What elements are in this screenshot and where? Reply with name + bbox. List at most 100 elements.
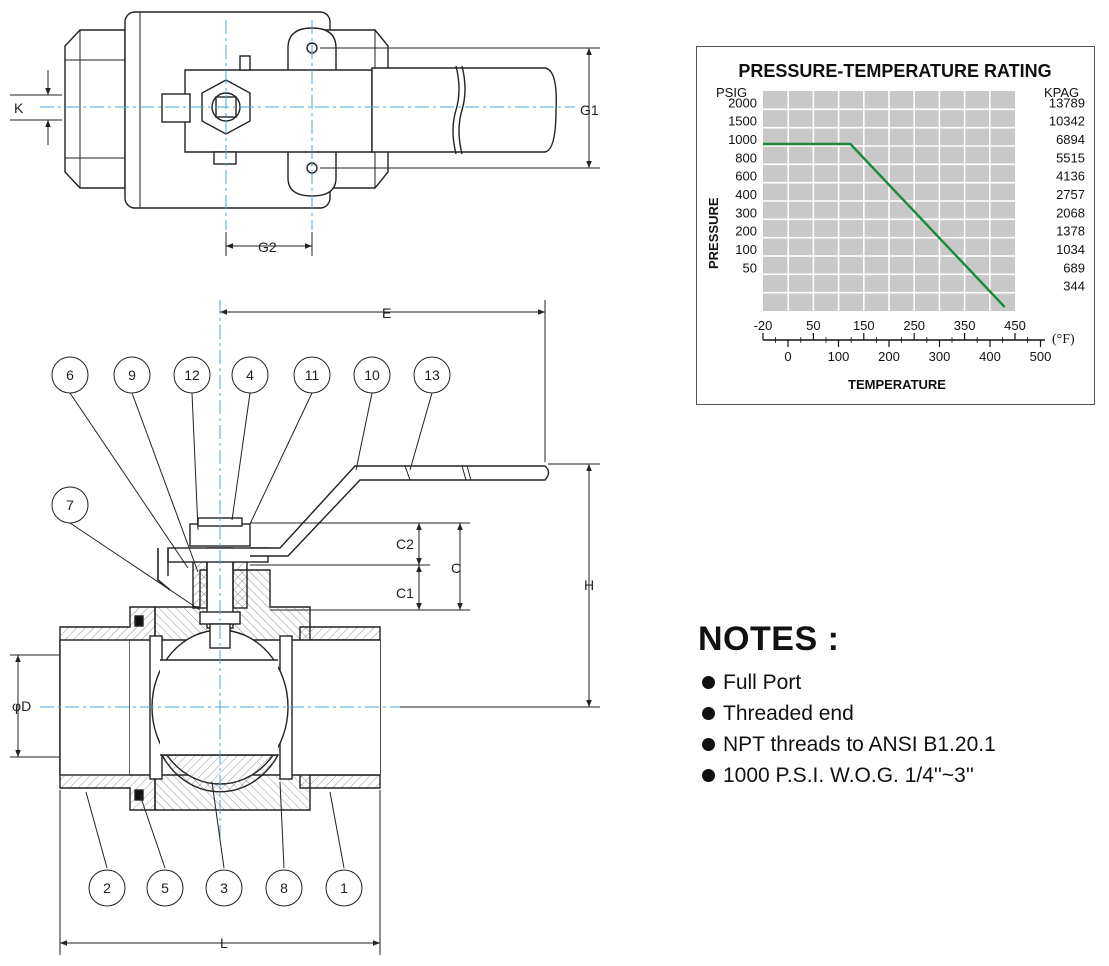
f-unit: (°F)	[1052, 332, 1075, 347]
note-item: 1000 P.S.I. W.O.G. 1/4''~3''	[696, 760, 1096, 791]
f-tick-label: 450	[1004, 318, 1026, 333]
note-item: Full Port	[696, 667, 1096, 698]
psig-tick: 1000	[728, 132, 757, 147]
bullet-icon	[702, 738, 715, 751]
balloon-9: 9	[113, 356, 151, 394]
top-view-centerlines	[40, 20, 575, 230]
kpag-tick: 344	[1063, 279, 1085, 294]
psig-tick: 1500	[728, 114, 757, 129]
svg-text:9: 9	[128, 367, 136, 383]
c-tick-label: 0	[784, 349, 791, 364]
f-tick-label: 150	[853, 318, 875, 333]
c-tick-label: 400	[979, 349, 1001, 364]
rating-title: PRESSURE-TEMPERATURE RATING	[738, 61, 1051, 81]
balloon-10: 10	[353, 356, 391, 394]
bullet-icon	[702, 769, 715, 782]
bullet-icon	[702, 676, 715, 689]
dim-g1: G1	[580, 102, 599, 118]
dim-c1: C1	[396, 585, 414, 601]
c-tick-label: 100	[828, 349, 850, 364]
pressure-axis-label: PRESSURE	[706, 197, 721, 269]
front-view-centerlines	[40, 300, 400, 840]
svg-text:4: 4	[246, 367, 254, 383]
balloon-13: 13	[413, 356, 451, 394]
kpag-tick: 4136	[1056, 169, 1085, 184]
dim-d: φD	[12, 698, 31, 714]
f-tick-label: 50	[806, 318, 820, 333]
svg-text:11: 11	[305, 367, 320, 383]
kpag-tick: 2757	[1056, 187, 1085, 202]
rating-line-path	[763, 142, 1006, 308]
dim-h: H	[584, 577, 594, 593]
psig-tick-labels: 2000 1500 1000 800 600 400 300 200 100 50	[728, 95, 757, 275]
leader-lines	[69, 392, 433, 869]
balloon-11: 11	[293, 356, 331, 394]
note-item: Threaded end	[696, 698, 1096, 729]
part-balloons: 6 9 12 4 11 10 13 7 2 5 3 8 1	[51, 356, 451, 907]
f-tick-label: 350	[954, 318, 976, 333]
balloon-4: 4	[231, 356, 269, 394]
temperature-axis: -20 50 150 250 350 450 0 100 200 300 400 500	[754, 318, 1052, 364]
svg-text:5: 5	[161, 880, 169, 896]
kpag-tick: 5515	[1056, 150, 1085, 165]
notes-section: NOTES : Full Port Threaded end NPT threa…	[696, 620, 1096, 791]
note-item: NPT threads to ANSI B1.20.1	[696, 729, 1096, 760]
psig-tick: 50	[743, 260, 757, 275]
svg-text:7: 7	[66, 497, 74, 513]
svg-text:12: 12	[184, 367, 200, 383]
top-view	[64, 11, 557, 209]
c-tick-label: 200	[878, 349, 900, 364]
psig-tick: 800	[735, 150, 757, 165]
kpag-tick: 689	[1063, 260, 1085, 275]
svg-text:13: 13	[424, 367, 440, 383]
psig-tick: 600	[735, 169, 757, 184]
svg-text:10: 10	[364, 367, 380, 383]
balloon-1: 1	[325, 869, 363, 907]
psig-tick: 2000	[728, 95, 757, 110]
balloon-6: 6	[51, 356, 89, 394]
dim-e: E	[382, 305, 391, 321]
pressure-temperature-rating-panel: PRESSURE-TEMPERATURE RATING PSIG KPAG PR…	[696, 46, 1095, 405]
kpag-tick: 13789	[1049, 95, 1085, 110]
balloon-5: 5	[146, 869, 184, 907]
dim-g2: G2	[258, 239, 277, 255]
svg-text:1: 1	[340, 880, 348, 896]
f-tick-label: -20	[754, 318, 773, 333]
balloon-3: 3	[205, 869, 243, 907]
psig-tick: 200	[735, 224, 757, 239]
bullet-icon	[702, 707, 715, 720]
c-tick-label: 300	[929, 349, 951, 364]
dim-c: C	[451, 560, 461, 576]
dim-l: L	[220, 935, 228, 951]
kpag-tick: 1034	[1056, 242, 1085, 257]
dim-c2: C2	[396, 536, 414, 552]
notes-list: Full Port Threaded end NPT threads to AN…	[696, 667, 1096, 791]
front-view	[59, 465, 550, 811]
psig-tick: 100	[735, 242, 757, 257]
balloon-2: 2	[88, 869, 126, 907]
svg-text:6: 6	[66, 367, 74, 383]
notes-title: NOTES :	[698, 620, 840, 658]
psig-unit: PSIG	[716, 85, 747, 100]
front-view-dims	[10, 300, 600, 955]
rating-series	[763, 142, 1006, 308]
dim-k: K	[14, 100, 24, 116]
rating-chart: PRESSURE-TEMPERATURE RATING PSIG KPAG PR…	[706, 61, 1085, 392]
svg-text:2: 2	[103, 880, 111, 896]
f-tick-label: 250	[903, 318, 925, 333]
kpag-tick-labels: 13789 10342 6894 5515 4136 2757 2068 1378 1034 68…	[1049, 95, 1085, 293]
balloon-8: 8	[265, 869, 303, 907]
balloon-12: 12	[173, 356, 211, 394]
kpag-tick: 1378	[1056, 224, 1085, 239]
psig-tick: 300	[735, 205, 757, 220]
c-tick-label: 500	[1030, 349, 1052, 364]
kpag-unit: KPAG	[1044, 85, 1079, 100]
psig-tick: 400	[735, 187, 757, 202]
kpag-tick: 2068	[1056, 205, 1085, 220]
kpag-tick: 10342	[1049, 114, 1085, 129]
svg-text:3: 3	[220, 880, 228, 896]
svg-text:8: 8	[280, 880, 288, 896]
balloon-7: 7	[51, 486, 89, 524]
kpag-tick: 6894	[1056, 132, 1085, 147]
